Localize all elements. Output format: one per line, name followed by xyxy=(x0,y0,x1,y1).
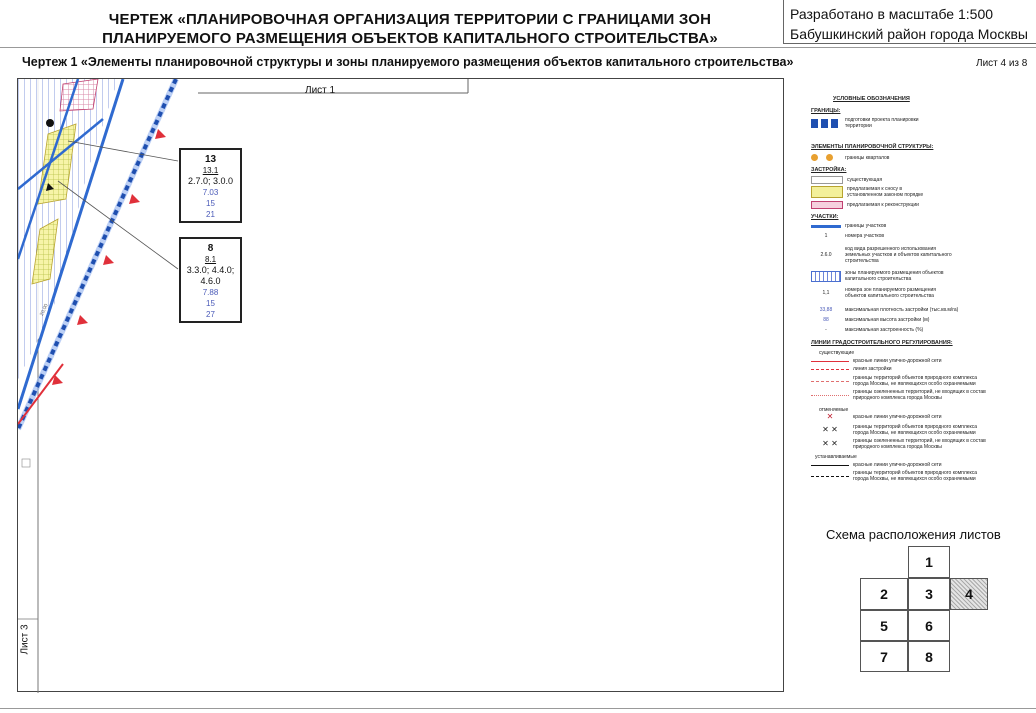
legend-cancelled-heading: отменяемые xyxy=(819,407,849,413)
legend-established-red: красные линии улично-дорожной сети xyxy=(811,462,942,468)
max-density: 7.88 xyxy=(202,288,219,297)
sheet-3-label: Лист 3 xyxy=(19,624,31,655)
zone-hatch-icon xyxy=(811,270,841,282)
nature-bound-icon xyxy=(811,380,849,382)
legend-build-line: линия застройки xyxy=(811,366,892,372)
legend-reconstruct: предлагаемая к реконструкции xyxy=(811,201,919,209)
green-bound-icon xyxy=(811,394,849,396)
sheet-cell-2: 2 xyxy=(860,578,908,610)
sheet-number: Лист 4 из 8 xyxy=(976,58,1028,69)
footer-divider xyxy=(0,708,1036,709)
sheet-layout-scheme: 1 2 3 4 5 6 7 8 xyxy=(860,546,992,672)
legend-cancelled-green: ✕ ✕границы озелененных территорий, не вх… xyxy=(811,438,993,450)
max-coverage: 21 xyxy=(206,210,215,219)
legend-red-lines: красные линии улично-дорожной сети xyxy=(811,358,942,364)
red-line-icon xyxy=(811,360,849,362)
legend-established-heading: устанавливаемые xyxy=(815,454,857,460)
sheet-cell-4-current: 4 xyxy=(950,578,988,610)
orange-dots-icon xyxy=(811,154,841,161)
existing-building-icon xyxy=(811,176,843,184)
max-height: 15 xyxy=(206,299,215,308)
legend-project-boundary: подготовки проекта планировки территории xyxy=(811,117,930,129)
cross-dot-icon: ✕ ✕ xyxy=(822,439,838,448)
drawing-title: ЧЕРТЕЖ «ПЛАНИРОВОЧНАЯ ОРГАНИЗАЦИЯ ТЕРРИТ… xyxy=(102,11,718,47)
legend-plots-heading: УЧАСТКИ: xyxy=(811,214,839,220)
header-divider xyxy=(0,47,1036,48)
zone-number: 13 xyxy=(204,154,217,165)
map-drawing xyxy=(18,79,469,693)
zone-number: 8 xyxy=(207,243,214,254)
cross-dash-icon: ✕ ✕ xyxy=(822,425,838,434)
sheet-cell-6: 6 xyxy=(908,610,950,641)
zone-13-info-box: 13 13.1 2.7.0; 3.0.0 7.03 15 21 xyxy=(179,148,242,223)
legend-zones: зоны планируемого размещения объектов ка… xyxy=(811,270,955,282)
max-density: 7.03 xyxy=(202,188,219,197)
legend-nature-bounds: границы территорий объектов природного к… xyxy=(811,375,993,387)
sheet-cell-8: 8 xyxy=(908,641,950,672)
legend-established-nature: границы территорий объектов природного к… xyxy=(811,470,993,482)
max-height: 15 xyxy=(206,199,215,208)
legend-cancelled-red: ✕красные линии улично-дорожной сети xyxy=(811,412,942,421)
max-coverage: 27 xyxy=(206,310,215,319)
legend-lines-heading: ЛИНИИ ГРАДОСТРОИТЕЛЬНОГО РЕГУЛИРОВАНИЯ: xyxy=(811,340,953,346)
legend-panel: УСЛОВНЫЕ ОБОЗНАЧЕНИЯ ГРАНИЦЫ: подготовки… xyxy=(805,82,1010,492)
cross-red-icon: ✕ xyxy=(826,412,834,421)
legend-planning-heading: ЭЛЕМЕНТЫ ПЛАНИРОВОЧНОЙ СТРУКТУРЫ: xyxy=(811,144,934,150)
zone-8-info-box: 8 8.1 3.3.0; 4.4.0; 4.6.0 7.88 15 27 xyxy=(179,237,242,323)
drawing-subtitle: Чертеж 1 «Элементы планировочной структу… xyxy=(22,55,794,69)
black-line-icon xyxy=(811,464,849,466)
legend-existing: существующая xyxy=(811,176,882,184)
sheet-cell-5: 5 xyxy=(860,610,908,641)
blue-line-icon xyxy=(811,224,841,228)
red-dash-icon xyxy=(811,368,849,370)
blue-dash-icon xyxy=(811,118,841,128)
use-codes: 3.3.0; 4.4.0; xyxy=(186,265,235,275)
legend-demolish: предлагаемая к сносу в установленном зак… xyxy=(811,186,937,198)
map-frame: Лист 1 Лист 3 20,00 13 13.1 2.7.0; 3.0.0… xyxy=(17,78,784,693)
sheet-1-label: Лист 1 xyxy=(305,85,336,96)
legend-title: УСЛОВНЫЕ ОБОЗНАЧЕНИЯ xyxy=(833,96,910,102)
legend-plot-bounds: границы участков xyxy=(811,223,886,229)
reconstruct-icon xyxy=(811,201,843,209)
use-codes-cont: 4.6.0 xyxy=(200,276,221,286)
sheet-cell-1: 1 xyxy=(908,546,950,578)
zone-sub-number: 13.1 xyxy=(202,166,219,175)
legend-green-bounds: границы озелененных территорий, не входя… xyxy=(811,389,993,401)
title-stamp: Разработано в масштабе 1:500 Бабушкински… xyxy=(783,0,1036,44)
black-dash-icon xyxy=(811,475,849,477)
legend-coverage: -максимальная застроенность (%) xyxy=(825,327,924,333)
legend-quarters: границы кварталов xyxy=(811,154,889,161)
demolish-icon xyxy=(811,186,843,198)
legend-boundaries-heading: ГРАНИЦЫ: xyxy=(811,108,841,114)
legend-building-heading: ЗАСТРОЙКА: xyxy=(811,167,847,173)
sheet-layout-title: Схема расположения листов xyxy=(826,527,1001,542)
legend-existing-heading: существующие xyxy=(819,350,855,356)
legend-cancelled-nature: ✕ ✕границы территорий объектов природног… xyxy=(811,424,993,436)
use-codes: 2.7.0; 3.0.0 xyxy=(187,176,234,186)
sheet-cell-3: 3 xyxy=(908,578,950,610)
sheet-cell-7: 7 xyxy=(860,641,908,672)
zone-sub-number: 8.1 xyxy=(204,255,217,264)
